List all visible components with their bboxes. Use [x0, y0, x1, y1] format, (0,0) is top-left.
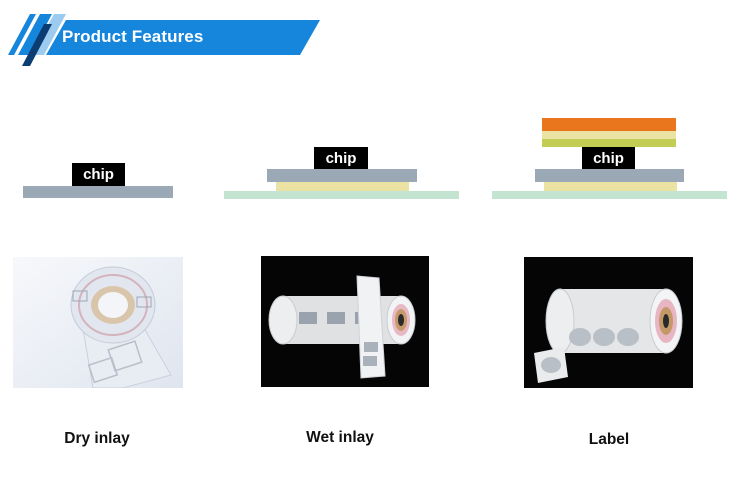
- header-stripes: [8, 14, 320, 66]
- label-caption: Label: [588, 431, 630, 448]
- wet-inlay-photo: [261, 256, 429, 387]
- label-photo: [524, 257, 693, 388]
- adhesive-layer: [276, 182, 409, 191]
- dry-inlay-caption: Dry inlay: [64, 430, 130, 447]
- adhesive-layer: [544, 182, 677, 191]
- liner-layer: [492, 191, 727, 199]
- face-layer: [542, 118, 676, 131]
- adhesive-layer-top: [542, 131, 676, 139]
- page-title: Product Features: [62, 27, 204, 46]
- antenna-layer: [267, 169, 417, 182]
- antenna-layer: [23, 186, 173, 198]
- print-layer: [542, 139, 676, 147]
- section-header: Product Features: [0, 0, 750, 70]
- chip-label: chip: [582, 147, 635, 169]
- chip-label: chip: [72, 163, 125, 186]
- antenna-layer: [535, 169, 684, 182]
- liner-layer: [224, 191, 459, 199]
- chip-label: chip: [314, 147, 368, 169]
- dry-inlay-photo: [13, 257, 183, 388]
- wet-inlay-caption: Wet inlay: [306, 429, 374, 446]
